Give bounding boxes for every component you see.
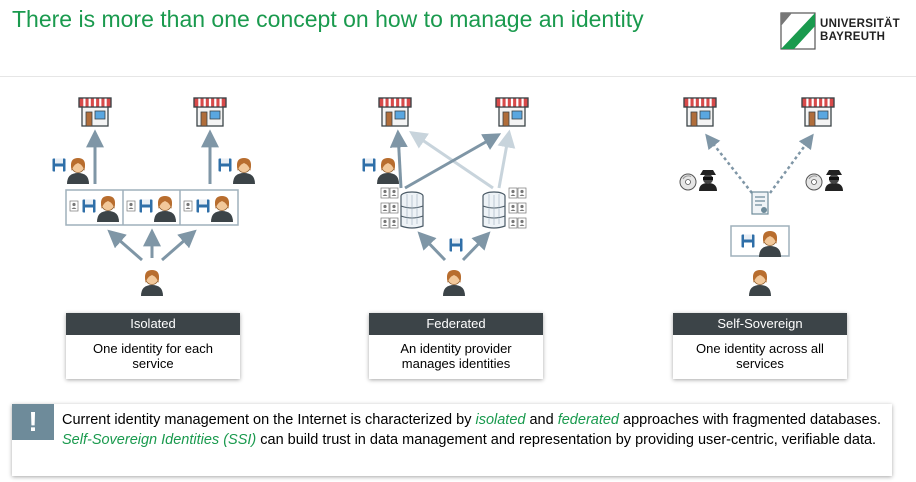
note-term-isolated: isolated — [475, 412, 526, 428]
summary-note: ! Current identity management on the Int… — [12, 404, 892, 476]
isolated-person-1-icon — [66, 157, 90, 185]
ssi-user-icon — [748, 269, 772, 297]
ssi-shop-1-icon — [682, 96, 718, 128]
university-logo: UNIVERSITÄT BAYREUTH — [780, 12, 910, 52]
note-text-part: can build trust in data management and r… — [256, 432, 877, 448]
federated-id-cards-left — [380, 187, 399, 229]
ssi-wallet-box — [730, 225, 790, 258]
ssi-shop-2-icon — [800, 96, 836, 128]
isolated-floppy-2-icon — [218, 158, 232, 172]
isolated-floppy-1-icon — [52, 158, 66, 172]
federated-id-cards-right — [508, 187, 527, 229]
concept-card-self-sovereign: Self-Sovereign One identity across all s… — [673, 313, 847, 379]
isolated-shop-1-icon — [77, 96, 113, 128]
university-logo-mark-icon — [780, 12, 816, 50]
note-term-ssi: Self-Sovereign Identities (SSI) — [62, 432, 257, 448]
slide-title: There is more than one concept on how to… — [12, 6, 644, 32]
concept-title: Federated — [369, 313, 543, 335]
isolated-databases-box — [65, 189, 239, 226]
summary-note-text: Current identity management on the Inter… — [62, 410, 888, 450]
concept-title: Isolated — [66, 313, 240, 335]
ssi-certificate-icon — [751, 191, 769, 215]
ssi-disc-1-icon — [679, 173, 697, 191]
concept-card-isolated: Isolated One identity for each service — [66, 313, 240, 379]
note-text-part: approaches with fragmented databases. — [619, 412, 881, 428]
federated-shop-1-icon — [377, 96, 413, 128]
isolated-shop-2-icon — [192, 96, 228, 128]
identity-concepts-diagram — [52, 96, 843, 297]
exclamation-icon: ! — [12, 404, 54, 440]
federated-floppy-icon — [362, 158, 376, 172]
federated-user-floppy-icon — [449, 238, 463, 252]
federated-server-2-icon — [482, 191, 506, 229]
concept-card-federated: Federated An identity provider manages i… — [369, 313, 543, 379]
ssi-spy-2-icon — [825, 170, 843, 191]
federated-user-icon — [442, 269, 466, 297]
isolated-user-icon — [140, 269, 164, 297]
concept-title: Self-Sovereign — [673, 313, 847, 335]
note-term-federated: federated — [557, 412, 619, 428]
ssi-disc-2-icon — [805, 173, 823, 191]
title-divider — [0, 76, 916, 77]
note-text-part: and — [525, 412, 558, 428]
concept-description: One identity for each service — [93, 341, 213, 371]
note-text-part: Current identity management on the Inter… — [62, 412, 476, 428]
federated-server-1-icon — [400, 191, 424, 229]
ssi-spy-1-icon — [699, 170, 717, 191]
logo-line-2: BAYREUTH — [820, 31, 886, 43]
logo-line-1: UNIVERSITÄT — [820, 18, 900, 30]
federated-person-icon — [376, 157, 400, 185]
federated-shop-2-icon — [494, 96, 530, 128]
isolated-person-2-icon — [232, 157, 256, 185]
concept-description: An identity provider manages identities — [400, 341, 512, 371]
concept-description: One identity across all services — [696, 341, 824, 371]
